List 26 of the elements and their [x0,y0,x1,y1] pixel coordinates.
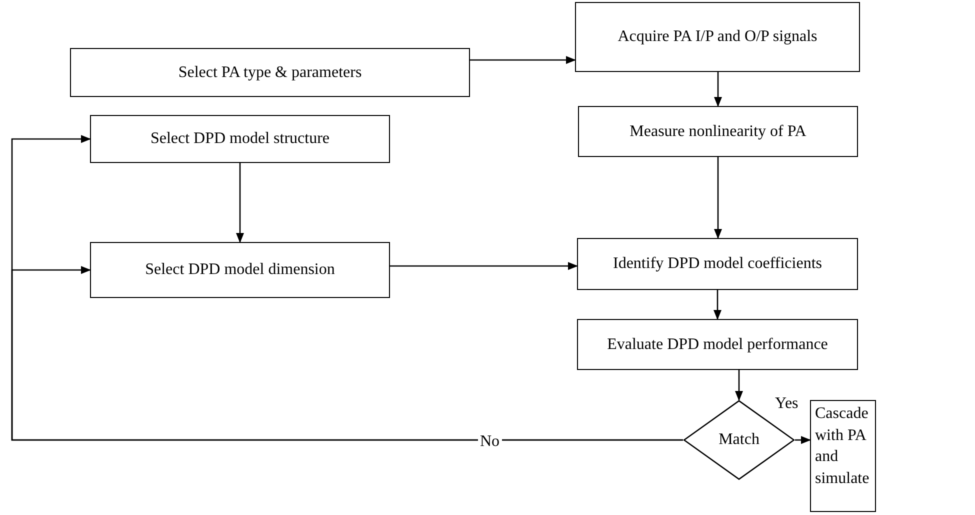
arrow [714,72,722,107]
arrow [735,370,743,401]
node-text: Cascade with PA and simulate [815,404,870,489]
node-text: Acquire PA I/P and O/P signals [618,27,818,48]
node-text: Match [718,430,760,450]
arrow [714,290,722,320]
arrow [795,436,811,444]
process-box [577,319,858,370]
arrow [390,262,578,270]
arrow [714,157,722,239]
arrow [470,56,576,64]
node-text: Select DPD model structure [150,129,330,150]
node-text: Identify DPD model coefficients [613,254,822,274]
node-text: Evaluate DPD model performance [607,334,828,355]
process-box [577,238,858,290]
node-text: Select DPD model dimension [145,260,335,280]
process-box [70,48,470,97]
process-box [90,115,390,163]
node-text: Measure nonlinearity of PA [630,122,806,142]
node-text: Select PA type & parameters [178,62,362,83]
process-box [575,2,860,72]
process-box [578,106,858,157]
process-box [90,242,390,298]
arrow [236,163,244,243]
arrow [11,266,683,441]
process-box [810,400,876,512]
